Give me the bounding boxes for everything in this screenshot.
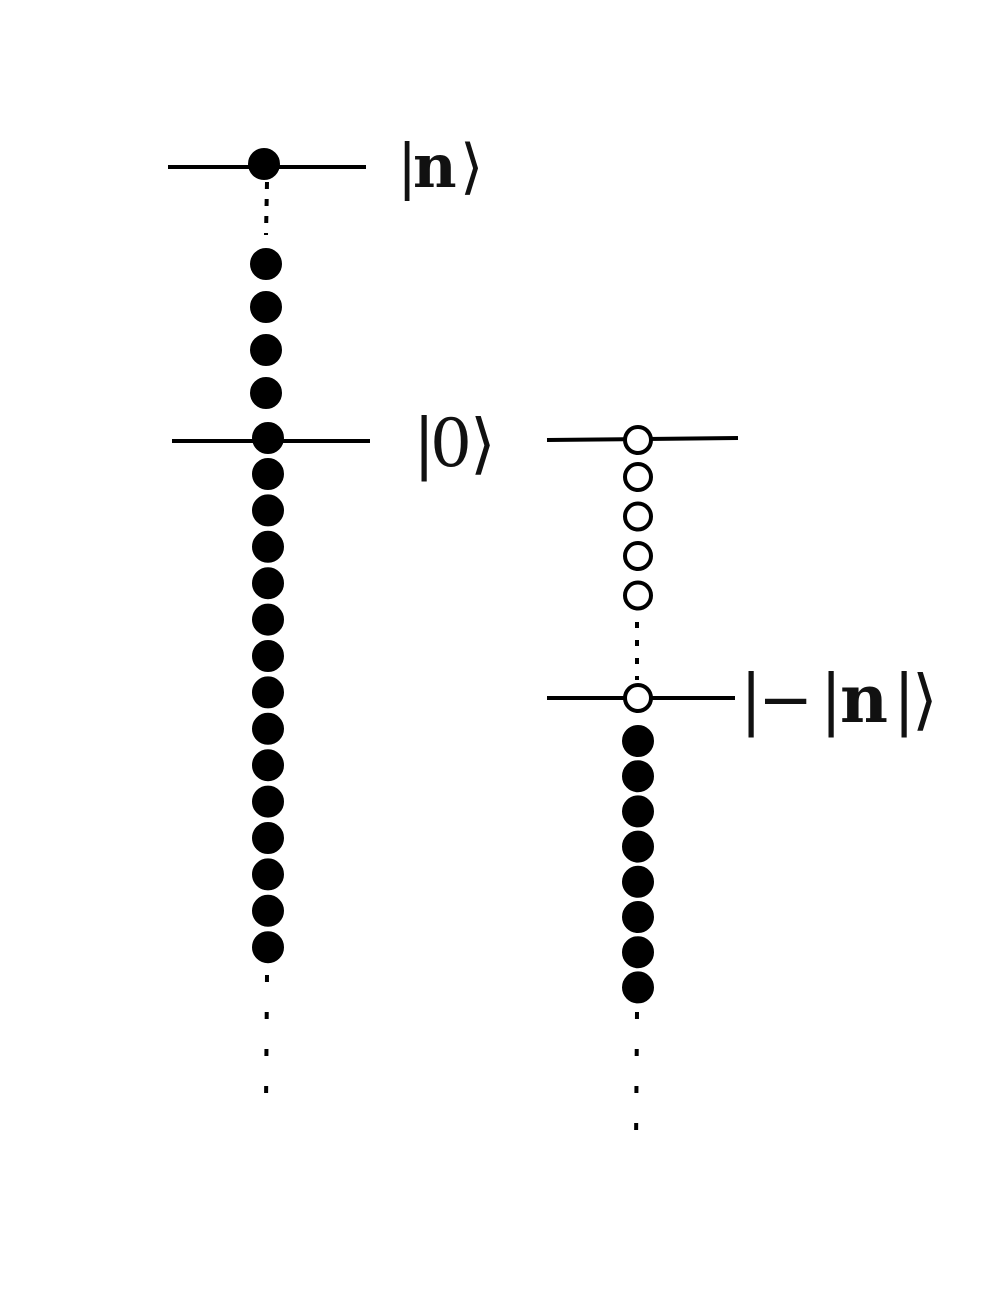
dotted-continuation-lower-left	[264, 974, 269, 1109]
filled-electron	[252, 640, 284, 672]
filled-electron	[252, 530, 284, 563]
filled-electron	[622, 795, 654, 828]
filled-electron	[622, 865, 654, 898]
ket-minus-n-label: |−|n|⟩	[740, 660, 938, 738]
level-n-electron	[248, 148, 280, 180]
filled-electron	[250, 248, 282, 280]
hollow-hole	[623, 580, 653, 611]
filled-electron	[252, 458, 284, 490]
level-zero-hole	[623, 425, 653, 455]
filled-electron	[622, 971, 654, 1004]
level-zero-electron-left	[252, 422, 284, 454]
filled-electron	[252, 603, 284, 636]
right-dots	[622, 425, 654, 1004]
filled-electron	[252, 567, 284, 600]
filled-electron	[622, 760, 654, 793]
filled-electron	[252, 676, 284, 709]
filled-electron	[252, 894, 284, 927]
ket-zero-symbol: 0	[430, 405, 472, 482]
left-dots	[248, 148, 284, 964]
hollow-hole	[623, 462, 653, 492]
right-ladder: |−|n|⟩	[546, 425, 938, 1149]
filled-electron	[252, 749, 284, 782]
filled-electron	[250, 291, 282, 323]
ket-n-label: |n⟩	[397, 132, 483, 202]
filled-electron	[252, 931, 284, 964]
level-minus-n-hole	[623, 683, 653, 713]
filled-electron	[252, 712, 284, 745]
filled-electron	[622, 830, 654, 863]
filled-electron	[252, 785, 284, 818]
hollow-hole	[623, 541, 653, 571]
dotted-continuation-upper	[264, 181, 269, 236]
filled-electron	[622, 936, 654, 969]
filled-electron	[252, 822, 284, 854]
ket-n-symbol: n	[413, 132, 457, 202]
ket-minus-n-symbol: n	[840, 660, 888, 738]
filled-electron	[622, 725, 654, 757]
left-ladder: |n⟩ |0⟩	[168, 132, 496, 1109]
dotted-continuation-lower-right	[634, 1011, 639, 1149]
filled-electron	[622, 901, 654, 933]
ket-minus-sign: −	[758, 661, 813, 738]
filled-electron	[250, 377, 282, 409]
filled-electron	[252, 858, 284, 891]
filled-electron	[252, 494, 284, 527]
filled-electron	[250, 334, 282, 366]
hollow-hole	[623, 501, 653, 532]
ket-zero-label: |0⟩	[413, 405, 496, 482]
